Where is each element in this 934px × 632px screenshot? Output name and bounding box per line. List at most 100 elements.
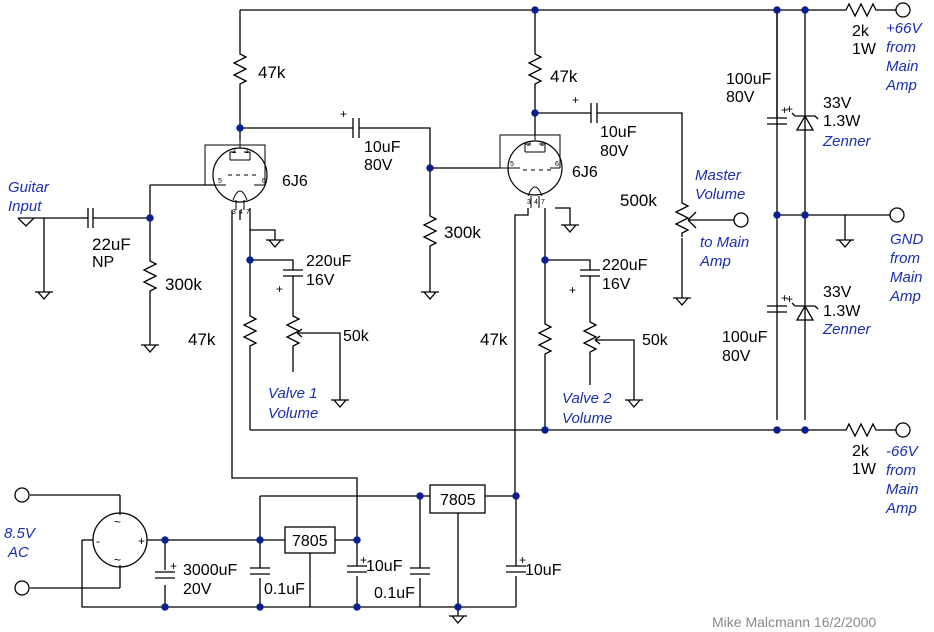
c-rail-pos-voltage: 80V [726,89,755,106]
pin-label: 5 [510,161,514,168]
r-drop-pos-rating: 1W [852,41,877,58]
svg-text:+: + [519,553,526,567]
valve2-volume-label: Valve 2 [562,390,612,407]
reg1-label: 7805 [292,533,328,550]
pos-supply-terminal [895,2,911,18]
grounds [35,224,854,624]
ground-icon [266,239,284,248]
tube-v1: 2 1 5 6 3 4 7 6J6 [204,140,308,216]
r-grid1-value: 300k [165,275,202,294]
ac-in-label: AC [7,544,29,561]
ground-icon [625,399,643,408]
svg-text:+: + [572,93,579,107]
pin-label: 3 [527,199,531,206]
ground-icon [673,297,691,306]
r-plate2-value: 47k [550,67,578,86]
z-neg-type: Zenner [822,321,872,338]
svg-text:~: ~ [114,553,121,567]
ac-in-terminal-b [14,580,30,596]
ports [14,2,911,596]
ground-icon [561,224,579,233]
zener-pos-icon: + [786,102,819,131]
pin-label: 7 [541,199,545,206]
guitar-input-label: Input [8,198,42,215]
svg-text:+: + [138,534,145,548]
valve1-volume-label: Volume [268,405,318,422]
master-volume-label: Volume [695,186,745,203]
vol2-pot-value: 50k [642,332,669,349]
ground-icon [836,239,854,248]
pin-label: 7 [246,209,250,216]
master-volume-label: Master [695,167,742,184]
svg-text:~: ~ [114,515,121,529]
r-drop-pos-resistor [840,2,886,18]
svg-text:+: + [340,107,347,121]
r-grid2-value: 300k [444,223,481,242]
svg-text:+: + [276,282,283,296]
pin-label: 6 [555,161,559,168]
z-pos-power: 1.3W [823,113,861,130]
c-rail-neg-voltage: 80V [722,348,751,365]
r-drop-neg-resistor [840,422,886,438]
r-cathode1-resistor [242,310,258,358]
z-neg-voltage: 33V [823,284,852,301]
c-couple2-voltage: 80V [600,143,629,160]
pots [285,200,698,360]
c-reg2-value: 10uF [525,562,562,579]
c-reg1-value: 10uF [366,558,403,575]
c-rail-neg-capacitor: + [767,291,788,313]
c-couple1-capacitor: + [340,107,368,138]
ground-icon [141,344,159,353]
pin-label: 3 [232,209,236,216]
c-dec2-value: 0.1uF [374,585,415,602]
pos-supply-label: Main [886,58,919,75]
r-drop-neg-rating: 1W [852,461,877,478]
r-cathode2-resistor [537,318,553,362]
pin-label: 4 [534,199,538,206]
reg2-box: 7805 [429,484,486,514]
svg-text:+: + [360,553,367,567]
c-bulk-value: 3000uF [183,562,237,579]
c-couple1-voltage: 80V [364,157,393,174]
pos-supply-label: from [886,39,916,56]
gnd-terminal [889,207,905,223]
gnd-label: Main [890,269,923,286]
r-cathode2-value: 47k [480,330,508,349]
c-input-type: NP [92,254,114,271]
ac-in-label: 8.5V [4,525,37,542]
neg-supply-label: -66V [886,443,920,460]
bridge-rectifier-icon: + - ~ ~ [82,512,148,568]
vol1-pot-value: 50k [343,328,370,345]
master-pot-value: 500k [620,191,657,210]
pin-label: 6 [262,178,266,185]
r-cathode1-value: 47k [188,330,216,349]
pin-label: 1 [245,148,249,155]
c-couple2-capacitor: + [572,93,605,123]
c-reg2-capacitor: + [506,553,526,573]
value-labels: 47k 47k 300k 300k 47k 47k 2k 1W 2k 1W 22… [92,23,877,602]
reg2-label: 7805 [440,492,476,509]
pos-supply-label: +66V [886,20,923,37]
vol1-pot [285,312,305,355]
gnd-label: GND [890,231,924,248]
author-signature: Mike Malcmann 16/2/2000 [712,614,876,630]
svg-text:+: + [786,292,793,306]
r-plate2-resistor [527,48,543,88]
to-main-label: Amp [699,253,731,270]
c-cath1-capacitor: + [276,269,303,296]
guitar-input-label: Guitar [8,179,50,196]
master-pot [674,200,698,237]
c-cath1-voltage: 16V [306,272,335,289]
c-rail-neg-value: 100uF [722,329,768,346]
r-plate1-value: 47k [258,63,286,82]
neg-supply-label: Amp [885,500,917,517]
neg-supply-label: from [886,462,916,479]
c-couple2-value: 10uF [600,124,637,141]
vol2-pot [582,318,603,360]
c-input-capacitor [80,208,100,228]
z-pos-type: Zenner [822,133,872,150]
c-cath2-voltage: 16V [602,276,631,293]
reg1-box: 7805 [284,526,336,554]
gnd-label: Amp [889,288,921,305]
pin-label: 4 [239,209,243,216]
